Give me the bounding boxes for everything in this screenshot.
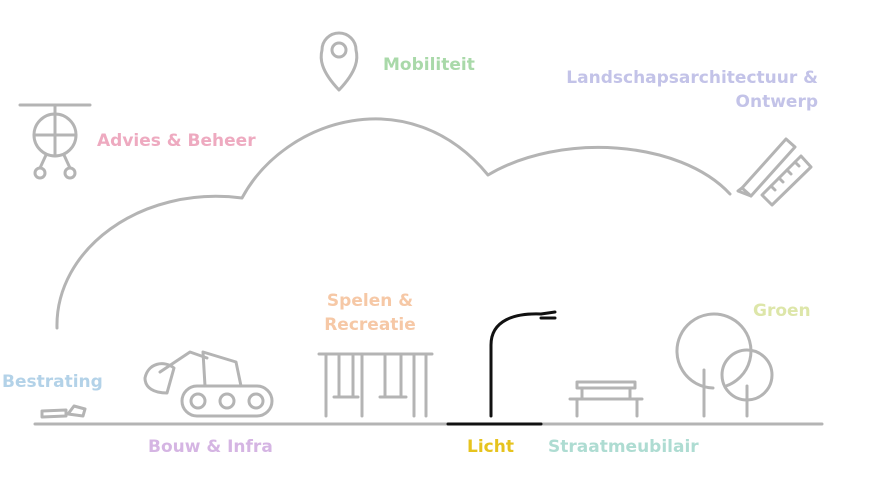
cloud-outline [55,117,732,330]
pencil-ruler-icon[interactable] [736,137,813,207]
swing-set-icon[interactable] [317,352,434,418]
bench-icon[interactable] [568,380,644,418]
label-spelen-recreatie[interactable]: Spelen & Recreatie [320,289,420,337]
drone-icon[interactable] [18,103,92,180]
label-licht[interactable]: Licht [467,437,514,457]
map-pin-icon[interactable] [319,31,359,92]
excavator-icon[interactable] [143,350,274,418]
label-advies-beheer[interactable]: Advies & Beheer [97,131,256,151]
paving-stones-icon[interactable] [40,404,87,419]
label-landschapsarchitectuur-line2: Ontwerp [735,92,818,112]
label-spelen-recreatie-line2: Recreatie [324,315,416,335]
label-landschapsarchitectuur-line1: Landschapsarchitectuur & [566,68,818,88]
label-bouw-infra[interactable]: Bouw & Infra [148,437,273,457]
trees-icon[interactable] [675,312,774,418]
label-mobiliteit[interactable]: Mobiliteit [383,55,475,75]
label-spelen-recreatie-line1: Spelen & [326,291,414,311]
label-straatmeubilair[interactable]: Straatmeubilair [548,437,699,457]
label-bestrating[interactable]: Bestrating [2,372,103,392]
label-landschapsarchitectuur[interactable]: Landschapsarchitectuur & Ontwerp [566,66,818,114]
street-lamp-icon[interactable] [446,310,557,426]
label-groen[interactable]: Groen [753,301,811,321]
